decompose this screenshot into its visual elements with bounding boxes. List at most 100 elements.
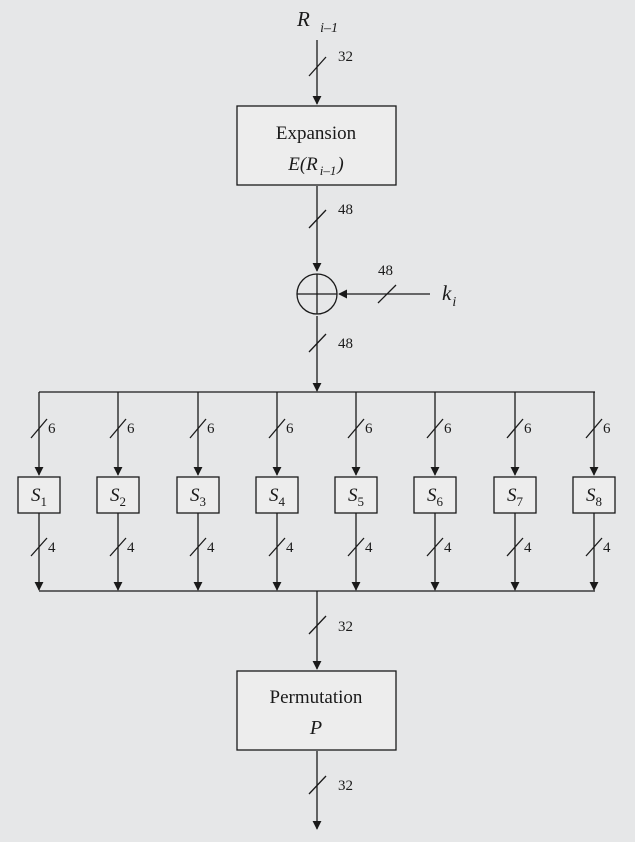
sbox-box bbox=[493, 476, 537, 514]
sbox-column: 6S3 4 bbox=[176, 392, 220, 591]
sbox-input-width-slash bbox=[30, 418, 48, 439]
sbox-output-width-slash bbox=[109, 537, 127, 557]
sbox-label: S7 bbox=[507, 485, 524, 509]
sbox-input-width-slash bbox=[585, 418, 603, 439]
sbox-output-width-label: 4 bbox=[48, 540, 56, 556]
sbox-symbol: S bbox=[427, 485, 437, 506]
expansion-func-close: ) bbox=[336, 154, 343, 175]
sbox-column: 6S1 4 bbox=[17, 392, 61, 591]
sbox-label: S4 bbox=[269, 485, 286, 509]
expansion-width-label: 48 bbox=[338, 202, 353, 218]
sbox-label: S3 bbox=[190, 485, 206, 509]
merged-width-label: 32 bbox=[338, 619, 353, 635]
sbox-column: 6S5 4 bbox=[334, 392, 378, 591]
sbox-input-width-slash bbox=[426, 418, 444, 439]
sbox-input-width-label: 6 bbox=[48, 421, 56, 437]
sbox-output-width-slash bbox=[506, 537, 524, 557]
sbox-label: S1 bbox=[31, 485, 47, 509]
sbox-output-width-slash bbox=[585, 537, 603, 557]
sbox-input-width-label: 6 bbox=[127, 421, 135, 437]
input-symbol: R bbox=[296, 7, 310, 31]
key-label: ki bbox=[442, 281, 456, 310]
sbox-index: 5 bbox=[358, 494, 365, 509]
sbox-index: 1 bbox=[41, 494, 48, 509]
sbox-symbol: S bbox=[507, 485, 517, 506]
sbox-column: 6S6 4 bbox=[413, 392, 457, 591]
sbox-output-width-label: 4 bbox=[286, 540, 294, 556]
sbox-output-width-slash bbox=[30, 537, 48, 557]
expansion-func-subscript: i–1 bbox=[320, 163, 337, 178]
sbox-output-width-slash bbox=[347, 537, 365, 557]
sbox-symbol: S bbox=[269, 485, 279, 506]
key-symbol: k bbox=[442, 281, 452, 305]
sbox-input-width-slash bbox=[189, 418, 207, 439]
sbox-output-width-label: 4 bbox=[524, 540, 532, 556]
sbox-output-width-label: 4 bbox=[444, 540, 452, 556]
sbox-label: S6 bbox=[427, 485, 444, 509]
permutation-title: Permutation bbox=[270, 687, 363, 708]
sbox-output-width-slash bbox=[426, 537, 444, 557]
key-width-label: 48 bbox=[378, 263, 393, 279]
sbox-index: 2 bbox=[120, 494, 127, 509]
sbox-input-width-slash bbox=[506, 418, 524, 439]
key-subscript: i bbox=[452, 295, 456, 310]
sbox-input-width-label: 6 bbox=[365, 421, 373, 437]
sbox-input-width-slash bbox=[268, 418, 286, 439]
expansion-title: Expansion bbox=[276, 123, 357, 144]
sbox-output-width-slash bbox=[268, 537, 286, 557]
permutation-box: Permutation P bbox=[236, 670, 397, 751]
input-subscript: i–1 bbox=[320, 21, 338, 36]
sbox-output-width-slash bbox=[189, 537, 207, 557]
xor-output-width-slash bbox=[308, 333, 327, 353]
sbox-output-width-label: 4 bbox=[127, 540, 135, 556]
sbox-symbol: S bbox=[190, 485, 200, 506]
sbox-box bbox=[413, 476, 457, 514]
xor-output-width-label: 48 bbox=[338, 336, 353, 352]
sbox-column: 6S7 4 bbox=[493, 392, 537, 591]
sbox-index: 6 bbox=[437, 494, 444, 509]
sbox-index: 4 bbox=[279, 494, 286, 509]
sbox-symbol: S bbox=[586, 485, 596, 506]
sbox-symbol: S bbox=[110, 485, 120, 506]
sbox-input-width-label: 6 bbox=[603, 421, 611, 437]
input-width-slash bbox=[308, 56, 327, 77]
sbox-box bbox=[17, 476, 61, 514]
sbox-label: S5 bbox=[348, 485, 364, 509]
expansion-width-slash bbox=[308, 209, 327, 229]
sbox-input-width-label: 6 bbox=[207, 421, 215, 437]
sbox-output-width-label: 4 bbox=[207, 540, 215, 556]
sbox-input-width-label: 6 bbox=[524, 421, 532, 437]
permutation-symbol: P bbox=[309, 717, 322, 739]
key-width-slash bbox=[377, 284, 397, 304]
sbox-box bbox=[96, 476, 140, 514]
xor-icon bbox=[296, 273, 338, 315]
output-width-label: 32 bbox=[338, 778, 353, 794]
sbox-box bbox=[334, 476, 378, 514]
sbox-input-width-slash bbox=[347, 418, 365, 439]
sbox-label: S2 bbox=[110, 485, 126, 509]
sbox-index: 7 bbox=[517, 494, 524, 509]
sbox-output-width-label: 4 bbox=[365, 540, 373, 556]
sbox-index: 8 bbox=[596, 494, 603, 509]
sbox-symbol: S bbox=[348, 485, 358, 506]
sbox-input-width-label: 6 bbox=[286, 421, 294, 437]
sbox-label: S8 bbox=[586, 485, 602, 509]
sbox-input-width-slash bbox=[109, 418, 127, 439]
output-width-slash bbox=[308, 775, 327, 795]
sbox-symbol: S bbox=[31, 485, 41, 506]
sbox-column: 6S2 4 bbox=[96, 392, 140, 591]
expansion-func-text: E(R bbox=[287, 154, 318, 175]
input-width-label: 32 bbox=[338, 49, 353, 65]
sbox-box bbox=[572, 476, 616, 514]
sbox-column: 6S8 4 bbox=[572, 392, 616, 591]
sbox-output-width-label: 4 bbox=[603, 540, 611, 556]
sbox-index: 3 bbox=[200, 494, 207, 509]
input-label: R i–1 bbox=[296, 7, 338, 36]
merged-width-slash bbox=[308, 615, 327, 635]
